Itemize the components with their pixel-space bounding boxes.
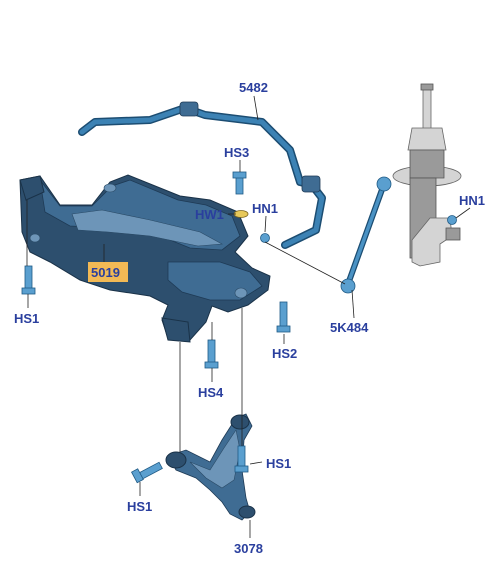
arm-ball-joint <box>238 505 256 519</box>
callout-hn1-center[interactable]: HN1 <box>252 201 278 216</box>
bolt-hs4[interactable] <box>204 339 219 369</box>
callout-hs2[interactable]: HS2 <box>272 346 297 361</box>
nut-hn1-center[interactable] <box>260 233 270 243</box>
link-ball-joint-upper <box>376 176 392 192</box>
callout-5019[interactable]: 5019 <box>91 265 120 280</box>
stabilizer-bushing-right <box>301 175 321 193</box>
subframe[interactable] <box>19 174 271 343</box>
arm-bushing-rear <box>230 414 250 430</box>
callout-hs1-lower[interactable]: HS1 <box>127 499 152 514</box>
callout-hs1-left[interactable]: HS1 <box>14 311 39 326</box>
bolt-hs1-left[interactable] <box>21 265 36 295</box>
callout-hs4[interactable]: HS4 <box>198 385 224 400</box>
callout-hs3[interactable]: HS3 <box>224 145 249 160</box>
link-ball-joint-lower <box>340 278 356 294</box>
bolt-hs3[interactable] <box>232 171 247 195</box>
bolt-hs1-lower[interactable] <box>130 461 163 484</box>
strut-assembly[interactable] <box>392 83 462 267</box>
subframe-mount-hole-rear <box>234 287 248 299</box>
subframe-mount-hole-top <box>103 183 117 193</box>
callout-3078[interactable]: 3078 <box>234 541 263 556</box>
stabilizer-bar[interactable] <box>78 101 326 249</box>
callout-hs1-arm[interactable]: HS1 <box>266 456 291 471</box>
nut-hn1-right[interactable] <box>447 215 457 225</box>
subframe-highlight-box <box>88 262 128 282</box>
callout-5k484[interactable]: 5K484 <box>330 320 369 335</box>
arm-bushing-front <box>165 451 187 469</box>
bolt-hs1-arm[interactable] <box>234 445 249 473</box>
subframe-mount-hole-left <box>29 233 41 243</box>
bolt-hs2[interactable] <box>276 301 291 333</box>
washer-hw1[interactable] <box>233 210 249 218</box>
callout-hw1[interactable]: HW1 <box>195 207 224 222</box>
lower-control-arm[interactable] <box>165 413 256 521</box>
stabilizer-link[interactable] <box>340 176 392 294</box>
leader-lines <box>26 95 471 538</box>
stabilizer-bushing-left <box>179 101 199 117</box>
callout-hn1-right[interactable]: HN1 <box>459 193 485 208</box>
callout-5482[interactable]: 5482 <box>239 80 268 95</box>
